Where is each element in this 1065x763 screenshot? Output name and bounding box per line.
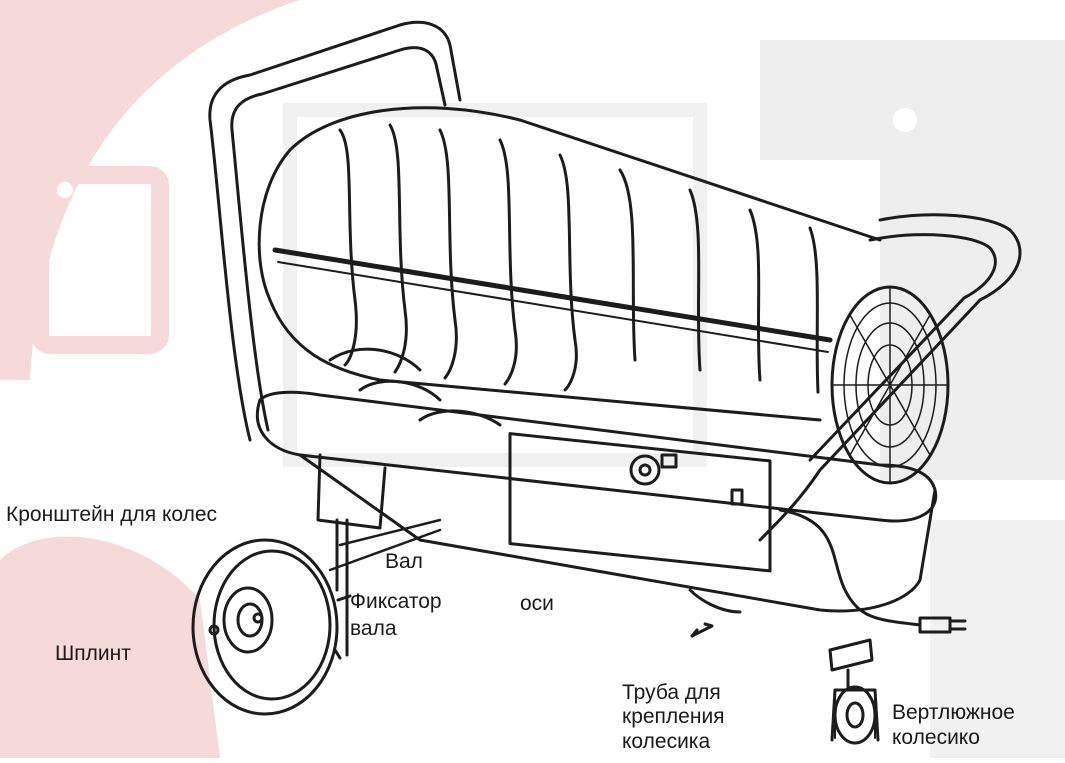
pin-dash — [333, 648, 342, 660]
front-frame-inner — [808, 233, 997, 462]
label-caster-tube-line1: Труба для — [622, 681, 721, 704]
label-cotter-pin: Шплинт — [55, 642, 131, 665]
watermark-gray-lower — [930, 520, 1065, 758]
cylinder-top — [288, 106, 882, 242]
handle-frame-inner — [230, 46, 447, 432]
front-leg — [316, 453, 387, 530]
caster-tube — [688, 588, 742, 614]
watermark-gray-dot — [893, 108, 917, 132]
fin-5 — [558, 153, 578, 392]
fan-spokes — [831, 286, 949, 484]
fin-9 — [808, 226, 820, 394]
fin-3 — [438, 128, 458, 380]
front-frame — [758, 213, 1022, 542]
fin-2 — [388, 123, 408, 374]
cylinder-stripe — [272, 247, 833, 343]
power-socket — [730, 488, 744, 506]
label-shaft-clamp-line2: вала — [350, 617, 397, 640]
caster-wheel-hub — [845, 701, 865, 729]
watermark-gray-frame — [283, 103, 707, 467]
label-axle: оси — [520, 592, 554, 615]
label-shaft: Вал — [385, 550, 423, 573]
plug-prongs — [948, 619, 967, 631]
handle-frame — [208, 20, 462, 442]
heater-line-art — [191, 20, 1022, 745]
arrow-double — [690, 622, 714, 638]
fuel-tank-lower — [298, 453, 937, 613]
wheel-hub-center — [252, 612, 264, 624]
label-shaft-clamp-line1: Фиксатор — [350, 590, 442, 613]
shaft-clamp — [336, 594, 352, 602]
control-panel — [508, 432, 772, 573]
wheel-hub-inner — [236, 602, 264, 638]
clamp-line — [335, 518, 349, 657]
caster-wheel — [833, 685, 877, 745]
watermark-red-square — [31, 166, 169, 354]
label-swivel-caster-line2: колесико — [892, 726, 980, 749]
cylinder-back — [257, 148, 292, 302]
watermark-red-arc — [0, 0, 300, 380]
control-knob-center — [638, 463, 652, 477]
power-plug — [918, 616, 952, 634]
wheel-hub-outer — [222, 586, 274, 654]
watermark-gray-block — [760, 40, 1065, 480]
label-caster-tube-line3: колесика — [622, 730, 711, 753]
fin-4 — [498, 138, 518, 386]
watermark-red-lower — [0, 536, 220, 758]
fin-1 — [338, 128, 358, 367]
label-swivel-caster-line1: Вертлюжное — [892, 701, 1015, 724]
wheel-bolt — [208, 624, 220, 636]
cylinder-stripe-2 — [277, 261, 829, 353]
fin-8 — [748, 208, 762, 382]
caster-bolts — [834, 694, 876, 739]
label-wheel-bracket: Кронштейн для колес — [6, 503, 218, 526]
fin-7 — [688, 188, 702, 372]
tank-ribs — [328, 347, 502, 427]
fin-6 — [618, 168, 637, 362]
cylinder-bottom — [268, 298, 822, 422]
caster-bracket — [828, 638, 874, 672]
control-knob — [629, 454, 661, 486]
label-caster-tube-line2: крепления — [622, 705, 725, 728]
wheel-outer — [191, 538, 339, 716]
control-switch — [660, 453, 678, 469]
power-cord — [778, 508, 922, 627]
watermark-red-dot — [57, 182, 73, 198]
